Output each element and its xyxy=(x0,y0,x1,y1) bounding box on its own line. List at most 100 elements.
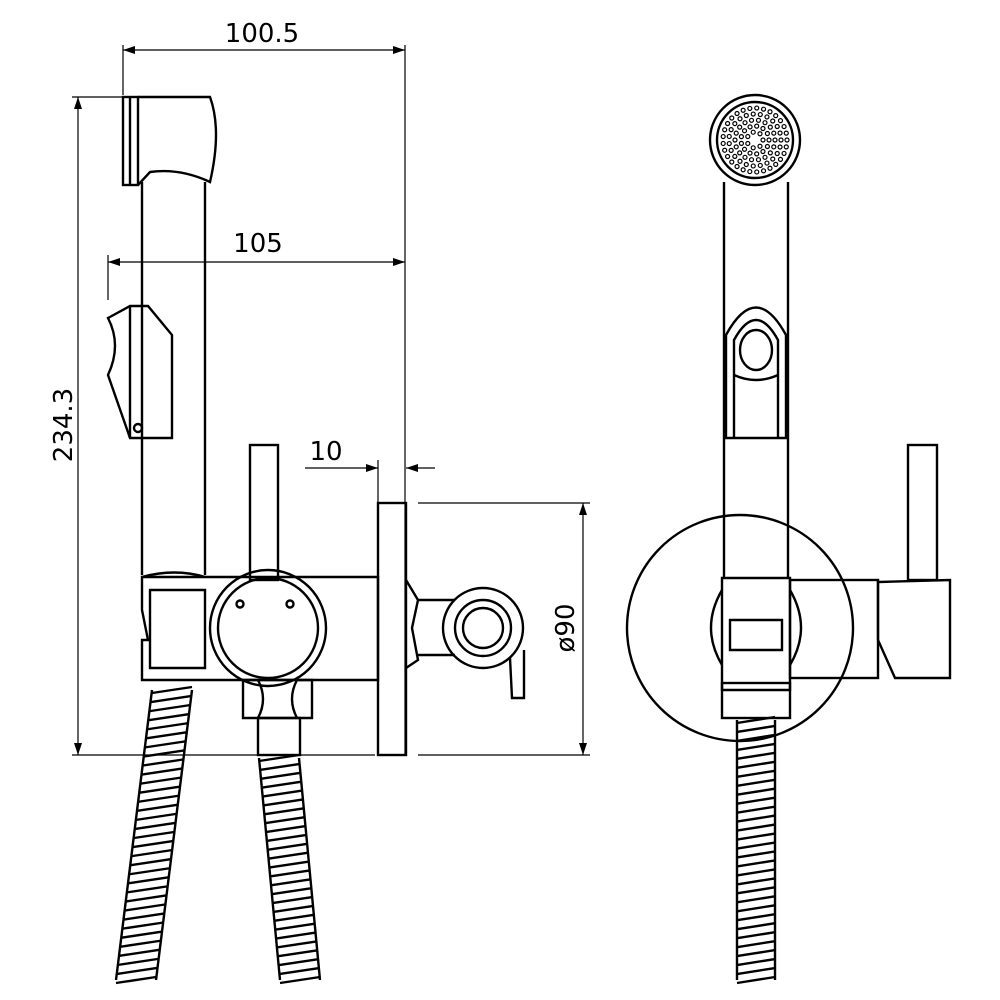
nozzle-dot xyxy=(755,157,762,163)
nozzle-dot xyxy=(729,159,735,165)
nozzle-dot xyxy=(732,137,738,143)
nozzle-dot xyxy=(722,127,728,133)
dimension-label-width-top: 100.5 xyxy=(225,19,299,49)
dimension-plate-diameter: ø90 xyxy=(418,502,590,756)
nozzle-dot xyxy=(724,153,731,160)
hose-ring xyxy=(736,886,776,895)
nozzle-dot xyxy=(766,137,772,143)
nozzle-dot xyxy=(732,153,738,160)
hose-ring xyxy=(736,913,776,922)
trigger-front xyxy=(724,306,788,440)
nozzle-dot xyxy=(760,148,766,155)
nozzle-dot xyxy=(777,130,783,136)
hose-ring xyxy=(116,966,158,976)
nozzle-dot xyxy=(754,105,760,111)
nozzle-dot xyxy=(747,105,753,112)
hose-ring xyxy=(121,930,162,939)
hose-ring xyxy=(136,812,177,822)
hose-edge xyxy=(297,757,322,981)
holder-bracket-side xyxy=(404,579,526,700)
hose-ring xyxy=(271,887,312,896)
nozzle-dot xyxy=(772,137,778,143)
nozzle-dot xyxy=(728,147,734,153)
hose-right xyxy=(257,753,322,985)
nozzle-dot xyxy=(748,117,755,123)
nozzle-dot xyxy=(740,107,746,113)
hose-ring xyxy=(261,780,302,789)
nozzle-dot xyxy=(783,144,789,150)
hose-ring xyxy=(119,948,160,957)
hose-ring xyxy=(149,703,190,713)
hose-ring xyxy=(130,858,171,867)
hose-ring xyxy=(125,894,167,903)
nozzle-dot xyxy=(754,169,760,175)
nozzle-dot xyxy=(767,150,773,156)
hose-ring xyxy=(143,749,185,758)
hose-ring xyxy=(736,769,776,778)
nozzle-dot xyxy=(773,161,779,167)
hose-ring xyxy=(736,868,776,877)
hose-ring xyxy=(146,731,187,740)
nozzle-dot xyxy=(764,143,770,150)
trigger-side xyxy=(106,304,174,440)
hose-ring xyxy=(736,841,776,850)
nozzle-dot xyxy=(764,114,770,120)
hose-ring xyxy=(736,859,776,868)
nozzle-dot xyxy=(760,137,766,143)
hose-ring xyxy=(736,715,776,725)
nozzle-dot xyxy=(757,143,763,149)
hose-ring xyxy=(273,913,315,923)
hose-ring xyxy=(736,948,776,958)
hose-ring xyxy=(262,789,303,798)
nozzle-dot xyxy=(733,144,739,150)
nozzle-dot xyxy=(760,168,767,174)
handle-tube-front xyxy=(722,182,790,578)
hose-ring xyxy=(736,733,776,743)
hose-ring xyxy=(148,713,189,722)
wall-plate-front xyxy=(625,513,855,743)
hose-ring xyxy=(272,895,313,905)
nozzle-dot xyxy=(745,140,751,147)
hose-ring xyxy=(259,762,301,772)
hose-left xyxy=(114,685,194,985)
hose-ring xyxy=(736,922,776,931)
dimension-label-plate-thickness: 10 xyxy=(309,437,342,467)
hose-ring xyxy=(141,767,183,776)
hose-ring xyxy=(277,949,318,958)
hose-ring xyxy=(131,848,172,858)
hose-ring xyxy=(736,796,776,805)
nozzle-dot xyxy=(742,120,748,126)
nozzle-dot xyxy=(773,113,779,119)
hose-ring xyxy=(270,878,311,887)
nozzle-dot xyxy=(767,109,773,115)
hose-ring xyxy=(123,912,165,921)
dimension-width-top: 100.5 xyxy=(122,19,406,755)
nozzle-dot xyxy=(728,127,734,133)
hose-ring xyxy=(129,867,170,876)
nozzle-dot xyxy=(784,137,790,143)
hose-ring xyxy=(115,975,157,985)
front-view xyxy=(625,93,952,985)
nozzle-dot xyxy=(764,130,770,137)
nozzle-dot xyxy=(732,120,738,127)
nozzle-dot xyxy=(783,130,789,136)
hose-ring xyxy=(275,931,316,940)
nozzle-dot xyxy=(742,154,748,160)
hose-ring xyxy=(736,850,776,859)
hose-ring xyxy=(736,930,776,940)
nozzle-dot xyxy=(741,128,748,134)
hose-ring xyxy=(132,839,174,849)
nozzle-dot xyxy=(757,131,763,137)
nozzle-dot xyxy=(722,147,728,153)
nozzle-dot xyxy=(755,117,762,123)
hose-ring xyxy=(147,722,188,731)
hose-ring xyxy=(120,939,161,948)
nozzle-dot xyxy=(738,140,745,146)
nozzle-dot xyxy=(745,133,751,140)
nozzle-dot xyxy=(760,125,766,132)
nozzle-dot xyxy=(737,124,743,130)
nozzle-dot xyxy=(750,111,756,117)
hose-ring xyxy=(258,753,300,763)
nozzle-dot xyxy=(750,145,756,151)
